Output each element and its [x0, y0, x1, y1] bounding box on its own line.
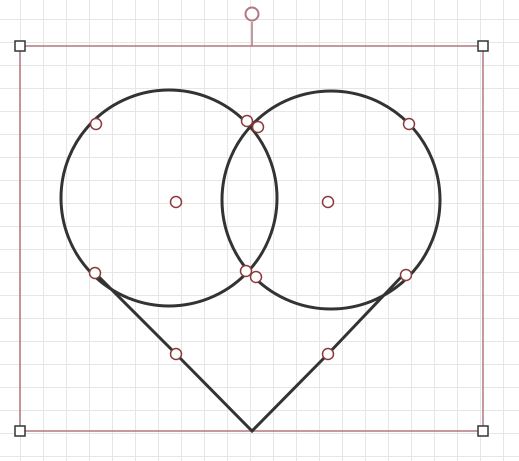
- control-point-left-bottom[interactable]: [88, 266, 102, 280]
- heart-bottom-path[interactable]: [93, 271, 407, 434]
- control-point-left-edge-mid[interactable]: [169, 347, 183, 361]
- control-point-right-bottom[interactable]: [399, 268, 413, 282]
- resize-handle-bottom-left[interactable]: [14, 425, 26, 437]
- heart-left-lobe[interactable]: [59, 88, 279, 308]
- control-point-left-bottom-right[interactable]: [239, 264, 253, 278]
- control-point-left-top-right[interactable]: [240, 114, 254, 128]
- control-point-left-center[interactable]: [169, 195, 183, 209]
- control-point-right-bottom-left[interactable]: [249, 270, 263, 284]
- control-point-right-top-left[interactable]: [251, 120, 265, 134]
- control-point-right-edge-mid[interactable]: [321, 347, 335, 361]
- control-points-group: [88, 114, 416, 361]
- resize-handle-top-left[interactable]: [14, 40, 26, 52]
- control-point-right-center[interactable]: [321, 195, 335, 209]
- resize-handle-top-right[interactable]: [477, 40, 489, 52]
- resize-handle-bottom-right[interactable]: [477, 425, 489, 437]
- selection-frame: [19, 45, 484, 432]
- control-point-left-top[interactable]: [89, 117, 103, 131]
- control-point-right-top[interactable]: [402, 117, 416, 131]
- heart-right-lobe[interactable]: [220, 89, 442, 311]
- rotate-handle[interactable]: [244, 6, 260, 22]
